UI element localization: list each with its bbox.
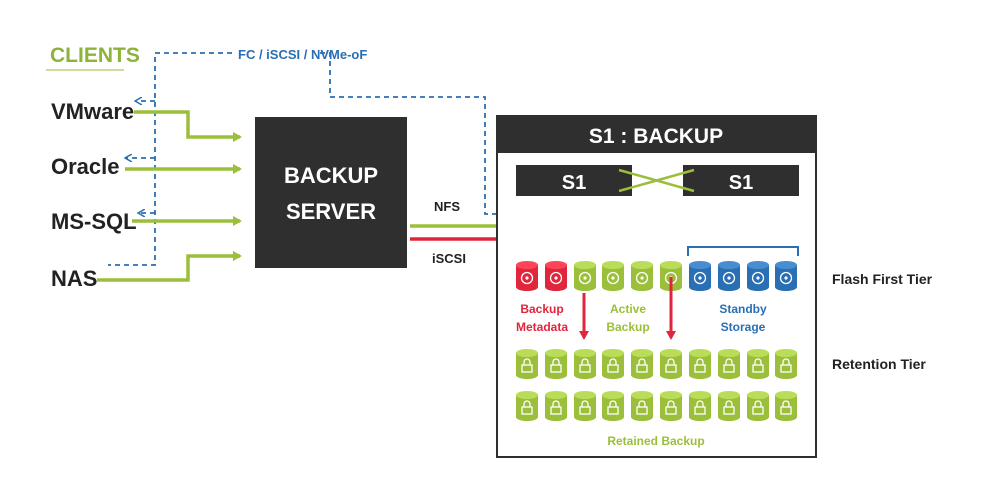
metadata-label-line1: Backup	[520, 302, 563, 316]
retention-drive-lock-icon	[631, 391, 653, 421]
nfs-label: NFS	[434, 199, 460, 214]
retention-tier-drives	[516, 349, 797, 421]
client-nas: NAS	[51, 266, 97, 291]
retention-drive-lock-icon	[747, 391, 769, 421]
retention-drive-lock-icon	[718, 391, 740, 421]
retention-tier-label: Retention Tier	[832, 356, 926, 372]
s1-node-right-label: S1	[729, 172, 753, 194]
flash-drive-blue-icon	[689, 261, 711, 291]
flash-drive-blue-icon	[775, 261, 797, 291]
retained-backup-label: Retained Backup	[607, 434, 704, 448]
active-label-line2: Backup	[606, 320, 649, 334]
flash-drive-blue-icon	[747, 261, 769, 291]
active-label-line1: Active	[610, 302, 646, 316]
retention-drive-lock-icon	[516, 349, 538, 379]
retention-drive-lock-icon	[660, 391, 682, 421]
retention-drive-lock-icon	[602, 349, 624, 379]
backup-server-label-line2: SERVER	[286, 199, 376, 224]
iscsi-label: iSCSI	[432, 251, 466, 266]
standby-label-line2: Storage	[721, 320, 766, 334]
flash-tier-drives	[516, 261, 797, 291]
client-to-server-connectors	[97, 110, 242, 282]
retention-drive-lock-icon	[689, 391, 711, 421]
retention-drive-lock-icon	[545, 391, 567, 421]
s1-node-crosslink	[618, 168, 695, 193]
retention-drive-lock-icon	[775, 391, 797, 421]
backup-server-label-line1: BACKUP	[284, 163, 378, 188]
appliance-title-bar	[497, 116, 816, 153]
protocol-client-branches	[126, 101, 155, 213]
flash-drive-blue-icon	[718, 261, 740, 291]
retention-drive-lock-icon	[602, 391, 624, 421]
retention-drive-lock-icon	[574, 391, 596, 421]
retention-drive-lock-icon	[747, 349, 769, 379]
protocol-dashed-path	[108, 52, 744, 266]
metadata-label-line2: Metadata	[516, 320, 568, 334]
standby-label-line1: Standby	[719, 302, 767, 316]
retention-drive-lock-icon	[775, 349, 797, 379]
client-oracle: Oracle	[51, 154, 120, 179]
flash-tier-label: Flash First Tier	[832, 271, 933, 287]
s1-node-left	[516, 165, 632, 196]
flash-drive-green-icon	[574, 261, 596, 291]
retention-drive-lock-icon	[718, 349, 740, 379]
flash-drive-green-icon	[602, 261, 624, 291]
retention-drive-lock-icon	[660, 349, 682, 379]
retention-drive-lock-icon	[689, 349, 711, 379]
flash-drive-green-icon	[631, 261, 653, 291]
client-ms-sql: MS-SQL	[51, 209, 137, 234]
s1-node-left-label: S1	[562, 172, 586, 194]
retention-drive-lock-icon	[631, 349, 653, 379]
retention-drive-lock-icon	[545, 349, 567, 379]
retention-drive-lock-icon	[574, 349, 596, 379]
flash-drive-red-icon	[545, 261, 567, 291]
tiering-arrows	[579, 277, 676, 340]
protocol-label: FC / iSCSI / NVMe-oF	[238, 47, 367, 62]
standby-bracket	[687, 246, 799, 256]
retention-drive-lock-icon	[516, 391, 538, 421]
flash-drive-red-icon	[516, 261, 538, 291]
client-vmware: VMware	[51, 99, 134, 124]
s1-node-right	[683, 165, 799, 196]
backup-server-box	[255, 117, 407, 268]
appliance-title: S1 : BACKUP	[589, 125, 723, 148]
clients-title: CLIENTS	[50, 44, 140, 67]
